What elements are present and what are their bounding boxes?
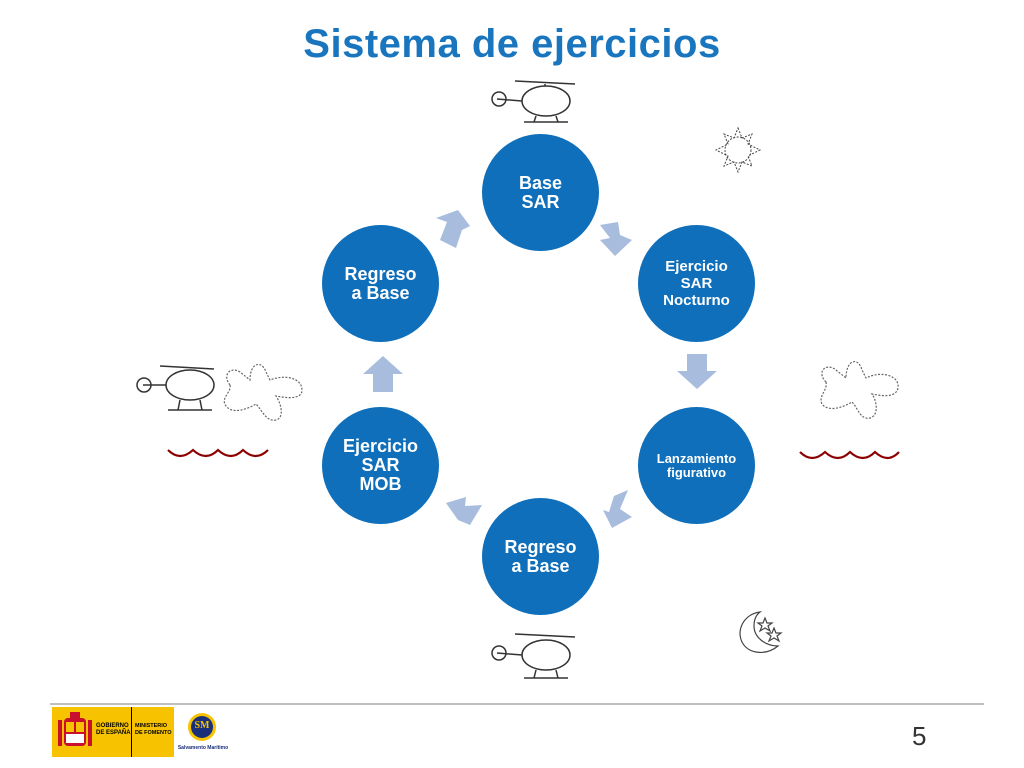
helicopter-top-icon	[492, 81, 575, 122]
arrow-lanzamiento-to-regreso	[603, 490, 632, 528]
node-lanzamiento-figurativo: Lanzamiento figurativo	[638, 407, 755, 524]
arrow-regreso-to-base	[436, 210, 470, 248]
arrow-mob-to-regreso	[363, 356, 403, 392]
helicopter-left-icon	[137, 366, 214, 410]
sun-icon	[716, 128, 760, 172]
node-ejercicio-sar-mob: Ejercicio SAR MOB	[322, 407, 439, 524]
footer-divider	[50, 703, 984, 705]
figure-right-icon	[821, 362, 898, 419]
waves-right-icon	[800, 452, 899, 458]
ministerio-text: MINISTERIO DE FOMENTO	[135, 723, 172, 737]
waves-left-icon	[168, 450, 268, 456]
arrow-base-to-nocturno	[600, 222, 632, 256]
moon-stars-icon	[740, 612, 781, 652]
salvamento-text: Salvamento Marítimo	[174, 745, 232, 751]
salvamento-mark: SM	[176, 720, 228, 731]
gobierno-text: GOBIERNO DE ESPAÑA	[96, 723, 131, 737]
node-regreso-a-base-bottom: Regreso a Base	[482, 498, 599, 615]
node-base-sar: Base SAR	[482, 134, 599, 251]
gobierno-logo: GOBIERNO DE ESPAÑA MINISTERIO DE FOMENTO	[52, 707, 174, 757]
helicopter-bottom-icon	[492, 634, 575, 678]
salvamento-logo: SM Salvamento Marítimo	[176, 707, 228, 757]
figure-left-icon	[224, 364, 302, 420]
arrow-nocturno-to-lanzamiento	[677, 354, 717, 389]
node-ejercicio-sar-nocturno: Ejercicio SAR Nocturno	[638, 225, 755, 342]
arrow-regreso-to-mob	[446, 497, 482, 525]
node-regreso-a-base-left: Regreso a Base	[322, 225, 439, 342]
coat-of-arms-icon	[56, 708, 96, 756]
page-number: 5	[912, 721, 926, 752]
